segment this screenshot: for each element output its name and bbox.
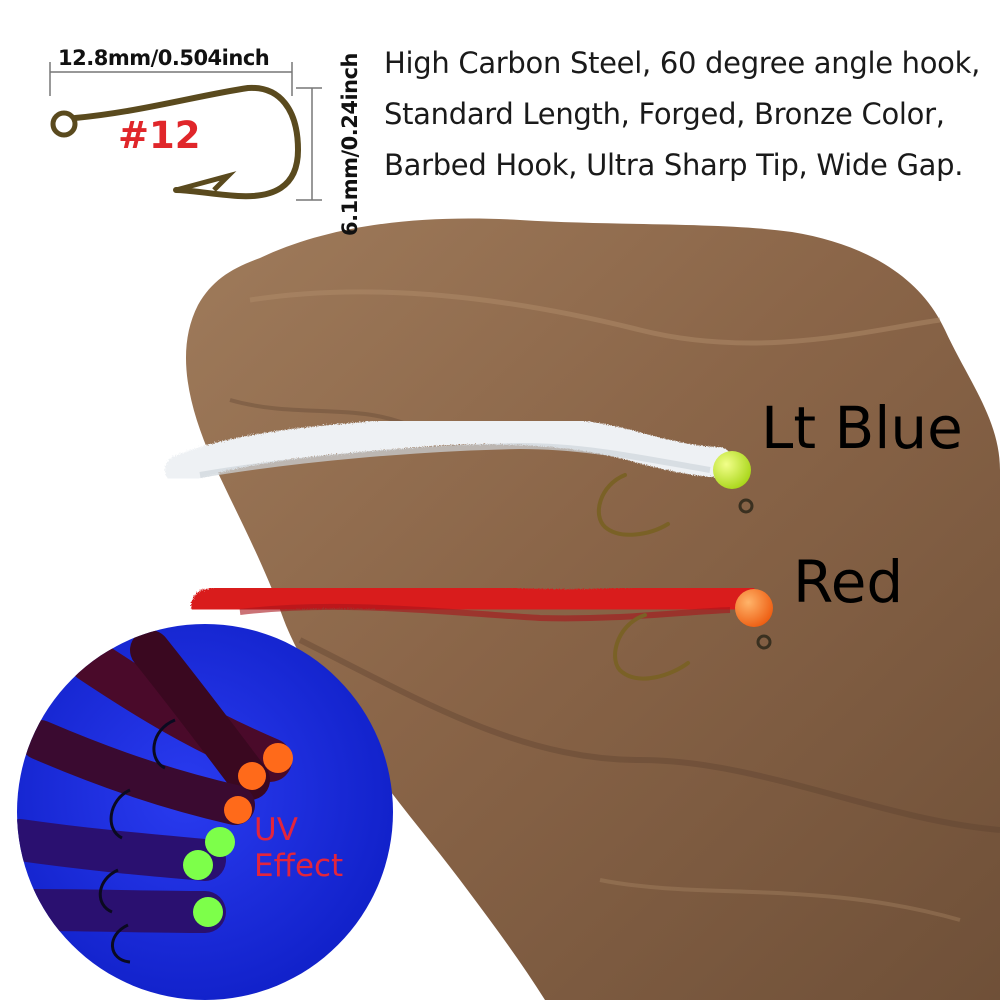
uv-fly-body bbox=[17, 889, 226, 933]
hook-size-label: #12 bbox=[118, 114, 201, 157]
uv-hook bbox=[152, 718, 176, 770]
rock-ridge bbox=[249, 289, 941, 346]
uv-hook bbox=[111, 923, 131, 964]
rock-ridge bbox=[298, 637, 1000, 833]
variant-label-red: Red bbox=[793, 548, 904, 616]
fly-light-blue bbox=[165, 414, 754, 537]
uv-bead-green bbox=[205, 827, 235, 857]
fly-bead bbox=[713, 451, 751, 489]
uv-bead-green bbox=[193, 897, 223, 927]
uv-bead-orange bbox=[238, 762, 266, 790]
fly-body-shade bbox=[239, 603, 731, 622]
hook-diagram bbox=[49, 62, 322, 201]
fly-bead bbox=[735, 589, 773, 627]
uv-inset bbox=[17, 624, 393, 1000]
description-line: High Carbon Steel, 60 degree angle hook, bbox=[384, 46, 981, 80]
uv-effect-label: UV Effect bbox=[254, 812, 343, 884]
fly-body-shade bbox=[199, 442, 711, 478]
fly-hook-eye bbox=[756, 634, 772, 650]
hook-barb bbox=[175, 171, 237, 193]
uv-effect-line: UV bbox=[254, 812, 298, 848]
uv-bead-orange bbox=[263, 743, 293, 773]
description-line: Barbed Hook, Ultra Sharp Tip, Wide Gap. bbox=[384, 148, 964, 182]
rock-ridge bbox=[599, 878, 961, 922]
description-line: Standard Length, Forged, Bronze Color, bbox=[384, 97, 945, 131]
fly-red bbox=[191, 574, 773, 681]
uv-hook bbox=[109, 788, 131, 840]
uv-bead-green bbox=[183, 850, 213, 880]
hook-eye bbox=[50, 110, 78, 138]
fly-body bbox=[165, 414, 733, 485]
fly-body bbox=[191, 574, 759, 624]
variant-label-light-blue: Lt Blue bbox=[761, 394, 963, 462]
uv-fly-body bbox=[17, 819, 226, 881]
hook-width-label: 12.8mm/0.504inch bbox=[58, 46, 270, 70]
uv-fly-body bbox=[20, 720, 255, 825]
hook-drawing bbox=[72, 84, 302, 200]
fly-hook-eye bbox=[738, 498, 754, 514]
uv-hook bbox=[98, 868, 119, 914]
uv-effect-line: Effect bbox=[254, 848, 344, 884]
fly-hook bbox=[613, 613, 690, 681]
fly-hook bbox=[596, 473, 670, 537]
hook-gap-label: 6.1mm/0.24inch bbox=[338, 53, 362, 236]
product-description: High Carbon Steel, 60 degree angle hook,… bbox=[384, 38, 980, 191]
uv-fly-body bbox=[130, 630, 270, 800]
uv-bead-orange bbox=[224, 796, 252, 824]
